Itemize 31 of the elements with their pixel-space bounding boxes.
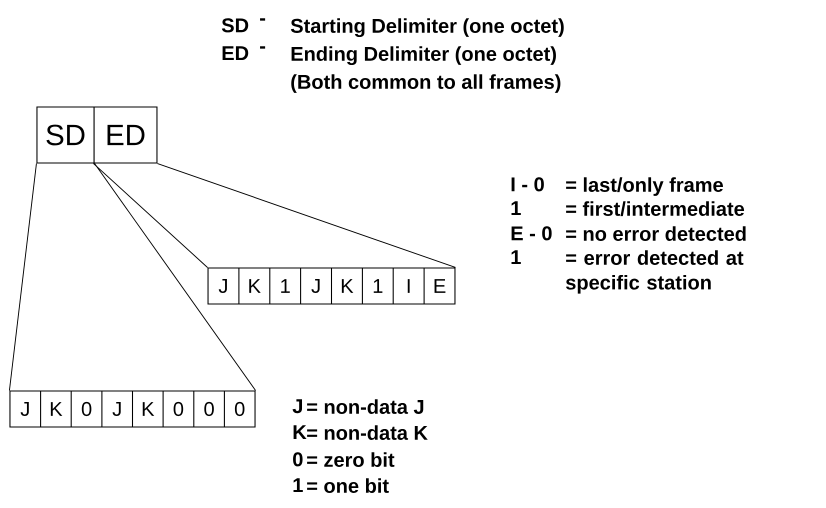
legend-text: = first/intermediate <box>566 201 744 216</box>
legend-key: K <box>294 425 307 440</box>
separator: - <box>260 46 266 49</box>
legend-text: = non-data J <box>307 399 424 414</box>
separator: - <box>260 18 266 21</box>
legend-text: = non-data K <box>307 425 428 440</box>
legend-text: = zero bit <box>307 452 394 467</box>
legend-text: Starting Delimiter (one octet) <box>290 18 564 37</box>
legend-key: 0 <box>293 452 303 466</box>
leader-line <box>157 163 456 268</box>
legend-key: SD <box>222 18 248 32</box>
field-box: ED <box>94 106 158 164</box>
legend-key: J <box>292 399 302 414</box>
legend-key: ED <box>222 46 248 60</box>
legend-key: 1 <box>512 250 521 264</box>
legend-key: I - 0 <box>512 177 544 192</box>
legend-key: 1 <box>294 478 303 492</box>
legend-text: = error detected at specific station <box>566 250 744 294</box>
bit-field-row: J K 0 J K 0 0 0 <box>9 390 256 428</box>
field-box: SD <box>36 106 95 164</box>
legend-text: Ending Delimiter (one octet) <box>292 46 556 65</box>
legend-text: = one bit <box>307 478 389 493</box>
note: (Both common to all frames) <box>291 74 560 93</box>
leader-line <box>94 163 256 391</box>
legend-text: = no error detected <box>566 226 746 241</box>
bit-field-row: J K 1 J K 1 I E <box>208 267 456 305</box>
legend-key: E - 0 <box>512 226 552 240</box>
leader-line <box>93 163 208 268</box>
legend-key: 1 <box>512 201 521 216</box>
leader-line <box>8 163 37 391</box>
legend-text: = last/only frame <box>566 177 723 196</box>
